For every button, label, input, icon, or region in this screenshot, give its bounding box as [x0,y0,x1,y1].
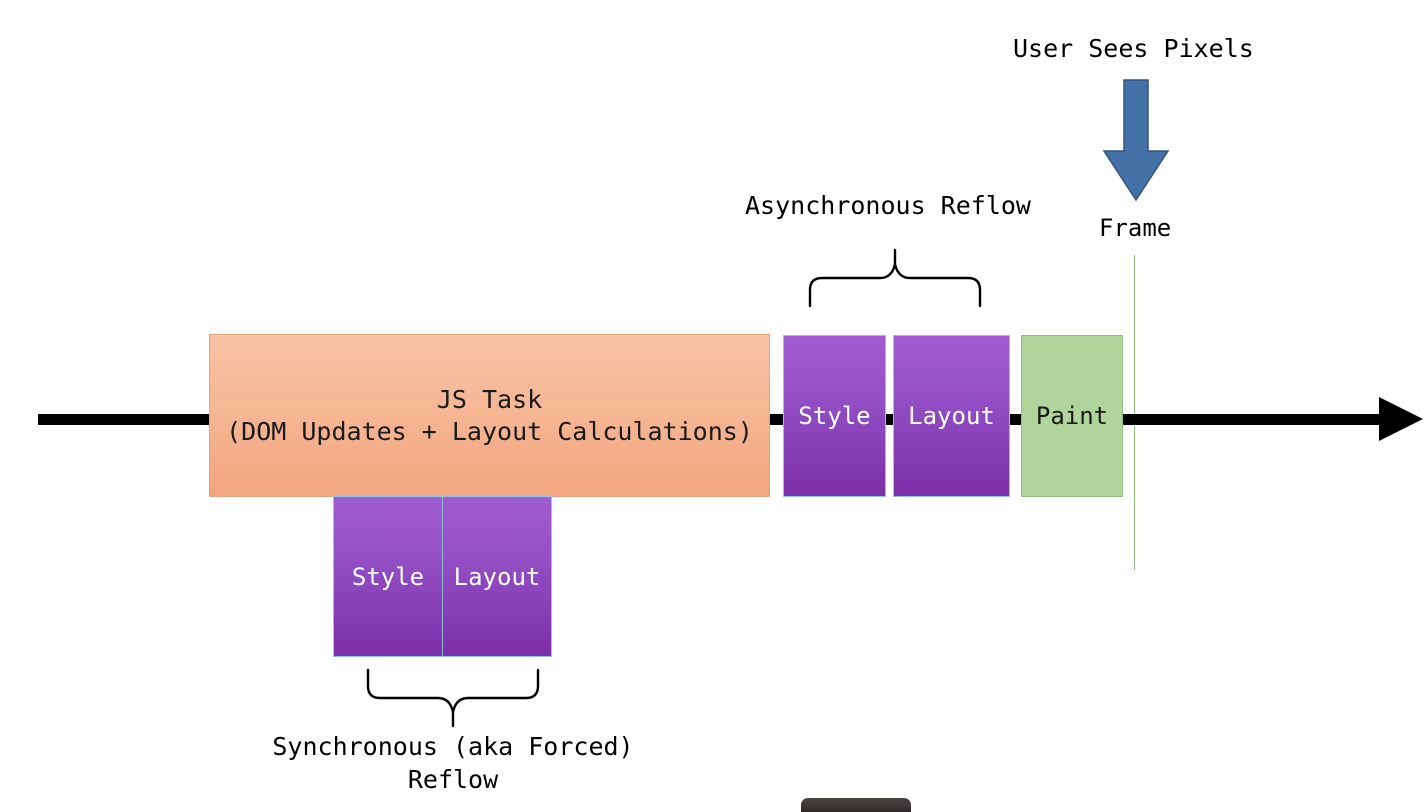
paint-label: Paint [1035,401,1109,430]
timeline-stub-3 [1006,414,1024,425]
style-sync-label: Style [351,562,425,591]
down-arrow-icon [1096,78,1176,207]
layout-async-label: Layout [908,401,995,430]
asynchronous-reflow-label: Asynchronous Reflow [745,191,1031,220]
synchronous-reflow-group[interactable]: Style Layout [333,496,552,657]
paint-box[interactable]: Paint [1021,335,1123,497]
style-async-box[interactable]: Style [783,335,886,497]
user-sees-pixels-label: User Sees Pixels [1013,34,1254,63]
curly-brace-down-icon [358,668,548,732]
curly-brace-up-icon [800,248,990,312]
layout-sync-label: Layout [453,562,541,591]
timeline-stub-2 [882,414,897,425]
timeline-stub-1 [770,414,786,425]
synchronous-reflow-label: Synchronous (aka Forced) Reflow [272,732,634,794]
style-sync-box[interactable]: Style [334,497,442,656]
js-task-line-2: (DOM Updates + Layout Calculations) [226,416,753,446]
player-control-bar[interactable] [801,798,911,812]
layout-async-box[interactable]: Layout [893,335,1010,497]
js-task-line-1: JS Task [436,384,543,414]
style-async-label: Style [798,401,871,430]
frame-boundary-line [1134,255,1135,570]
js-task-box[interactable]: JS Task (DOM Updates + Layout Calculatio… [209,334,770,497]
layout-sync-box[interactable]: Layout [442,497,551,656]
frame-label: Frame [1099,214,1172,242]
right-arrow-icon [1379,397,1423,441]
